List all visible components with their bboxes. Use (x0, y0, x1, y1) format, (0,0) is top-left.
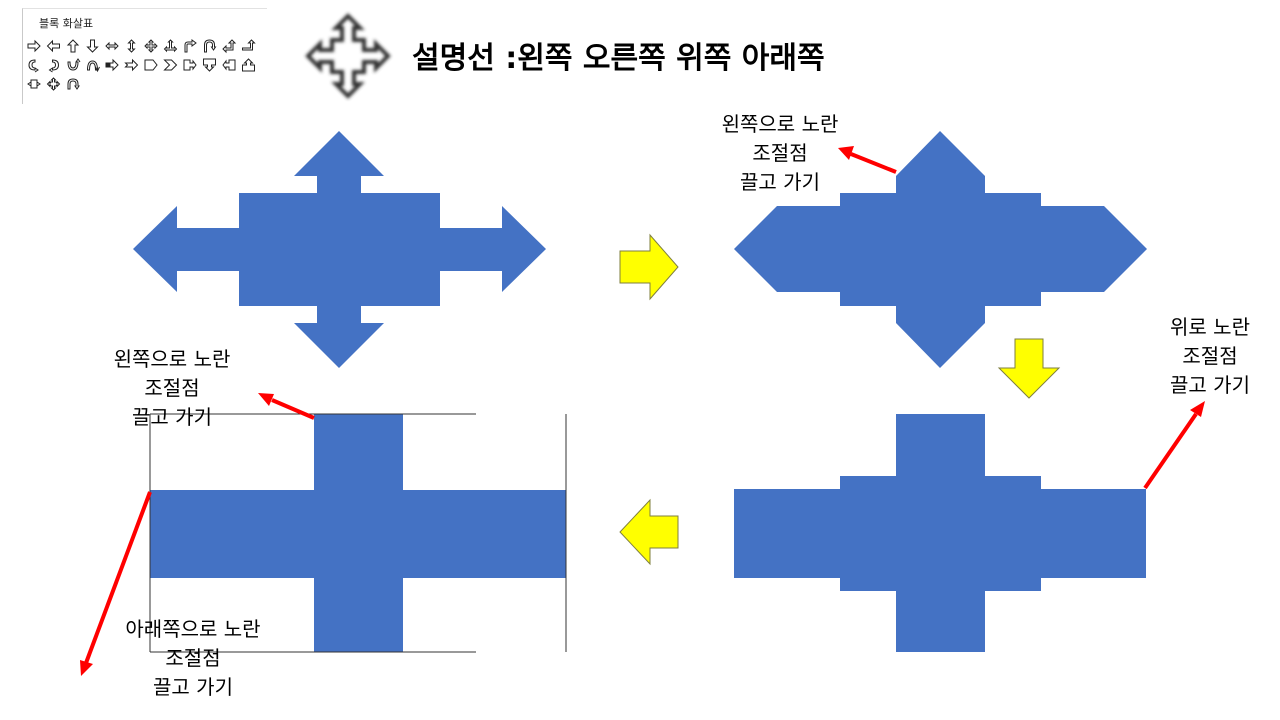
pointer-arrow-top-right (838, 146, 897, 174)
pentagon-icon[interactable] (144, 59, 158, 71)
quad-arrow-callout-icon[interactable] (46, 77, 61, 91)
left-arrow-icon[interactable] (46, 39, 60, 53)
pointer-arrow-right (1143, 401, 1205, 490)
curved-right-arrow-icon[interactable] (28, 59, 39, 73)
curved-down-arrow-icon[interactable] (86, 60, 100, 73)
left-up-arrow-icon[interactable] (222, 39, 237, 54)
page-title: 설명선 :왼쪽 오른쪽 위쪽 아래쪽 (412, 41, 825, 76)
step-arrow-right (619, 233, 679, 301)
quad-arrow-callout-shape-2 (734, 131, 1147, 368)
down-arrow-callout-icon[interactable] (203, 58, 216, 72)
down-arrow-icon[interactable] (86, 39, 99, 53)
pointer-arrow-bottom-left-bottom (80, 491, 152, 676)
circular-arrow-icon[interactable] (67, 78, 80, 90)
annotation-bottom-left-bottom: 아래쪽으로 노란 조절점 끌고 가기 (125, 617, 261, 699)
striped-right-arrow-icon[interactable] (105, 58, 119, 72)
annotation-bottom-left-top: 왼쪽으로 노란 조절점 끌고 가기 (113, 347, 231, 429)
left-right-arrow-icon[interactable] (105, 41, 119, 51)
curved-up-arrow-icon[interactable] (67, 58, 81, 71)
left-right-arrow-callout-icon[interactable] (27, 79, 41, 89)
notched-right-arrow-icon[interactable] (124, 58, 139, 72)
step-arrow-left (619, 498, 679, 566)
step-arrow-down (997, 338, 1061, 399)
bent-up-arrow-icon[interactable] (242, 39, 256, 51)
chevron-icon[interactable] (163, 59, 178, 71)
left-arrow-callout-icon[interactable] (222, 59, 236, 71)
left-right-up-arrow-icon[interactable] (163, 39, 178, 53)
annotation-top-right: 왼쪽으로 노란 조절점 끌고 가기 (721, 112, 839, 194)
quad-arrow-icon[interactable] (144, 39, 158, 53)
u-turn-arrow-icon[interactable] (204, 39, 217, 53)
up-down-arrow-icon[interactable] (127, 39, 136, 53)
curved-left-arrow-icon[interactable] (48, 59, 60, 73)
quad-arrow-callout-shape-1 (133, 131, 546, 368)
quad-callout-icon (300, 8, 396, 104)
gallery-icons (27, 39, 256, 91)
gallery-title: 블록 화살표 (39, 17, 94, 30)
bent-arrow-icon[interactable] (184, 39, 197, 53)
pointer-arrow-bottom-left-top (258, 393, 315, 420)
quad-arrow-callout-shape-3 (734, 414, 1146, 652)
right-arrow-icon[interactable] (27, 39, 41, 53)
block-arrows-gallery: 블록 화살표 (22, 8, 267, 104)
up-arrow-callout-icon[interactable] (242, 58, 255, 72)
annotation-right: 위로 노란 조절점 끌고 가기 (1170, 315, 1250, 397)
quad-arrow-callout-shape-4 (149, 413, 567, 653)
up-arrow-icon[interactable] (66, 39, 80, 53)
right-arrow-callout-icon[interactable] (183, 59, 197, 71)
